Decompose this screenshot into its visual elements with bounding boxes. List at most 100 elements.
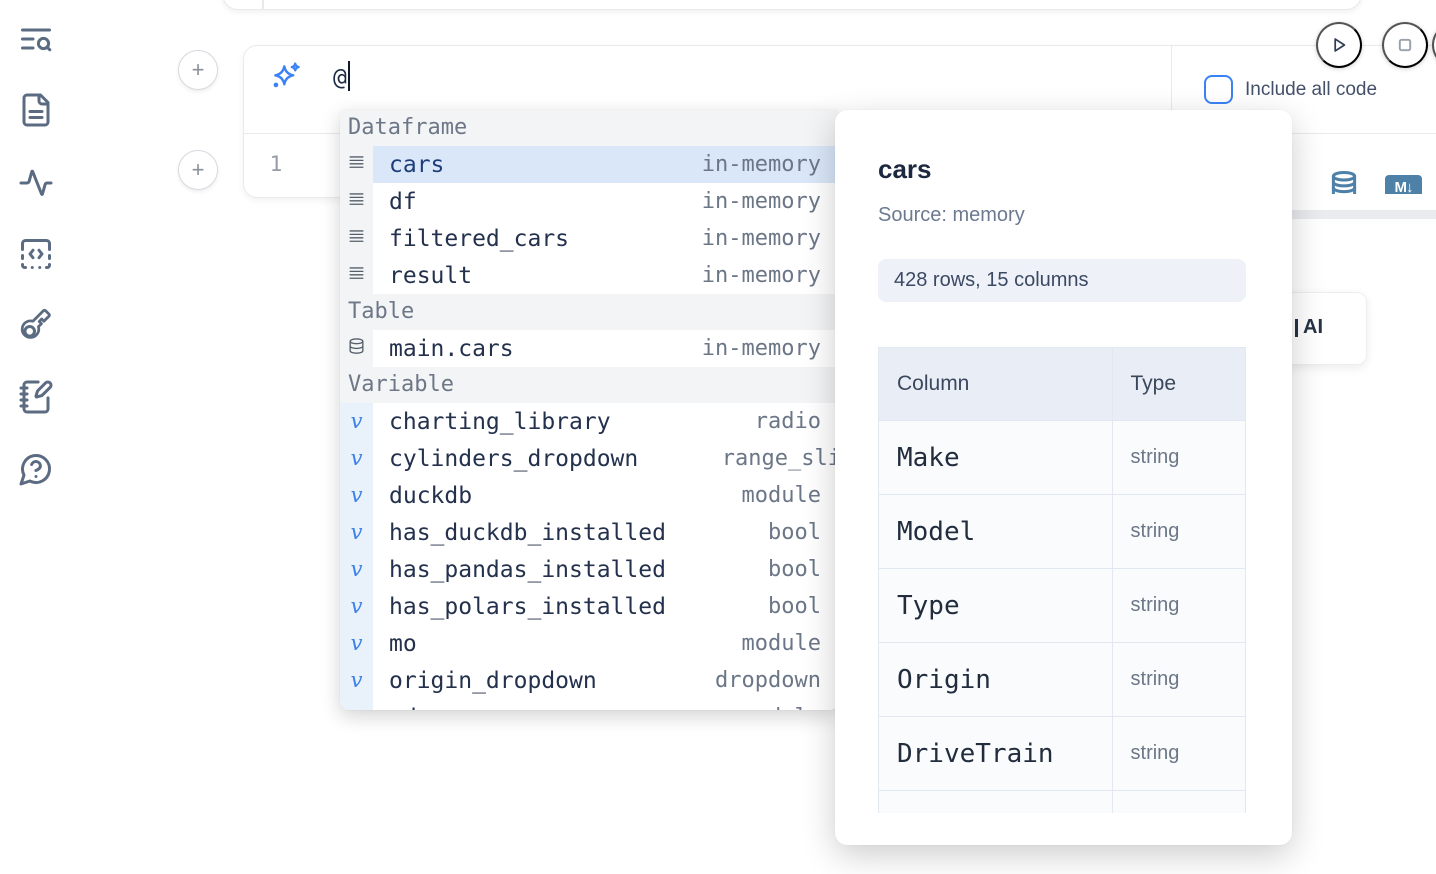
autocomplete-item[interactable]: vpdmodule — [340, 699, 838, 710]
run-cell-button[interactable] — [1316, 22, 1362, 68]
line-number: 1 — [264, 152, 288, 176]
item-name: main.cars — [389, 336, 514, 362]
key-icon[interactable] — [18, 307, 54, 343]
cell-output-strip — [1292, 210, 1436, 219]
item-name: result — [389, 263, 472, 289]
notebook-pen-icon[interactable] — [18, 379, 54, 415]
table-row: DriveTrainstring — [879, 717, 1246, 791]
variable-icon: v — [340, 403, 373, 440]
autocomplete-item[interactable]: result in-memory — [340, 257, 838, 294]
ai-sparkle-icon — [268, 60, 302, 94]
autocomplete-section-header: Table — [340, 294, 838, 330]
item-name: charting_library — [389, 409, 611, 435]
cell-bottom-patch — [1292, 194, 1436, 210]
column-type-cell: string — [1112, 495, 1245, 569]
autocomplete-section-header: Dataframe — [340, 110, 838, 146]
autocomplete-item[interactable]: vcharting_libraryradio — [340, 403, 838, 440]
shape-badge: 428 rows, 15 columns — [878, 259, 1246, 302]
variable-icon: v — [340, 440, 373, 477]
item-type: in-memory — [702, 152, 821, 177]
autocomplete-item[interactable]: v has_duckdb_installed bool — [340, 514, 838, 551]
autocomplete-item[interactable]: filtered_carsin-memory — [340, 220, 838, 257]
table-row: Originstring — [879, 643, 1246, 717]
code-cell-icon[interactable] — [18, 236, 54, 272]
column-name-cell: Make — [879, 421, 1113, 495]
variable-icon: v — [340, 699, 373, 710]
item-type: bool — [768, 520, 821, 545]
text-search-icon[interactable] — [18, 21, 54, 57]
autocomplete-item[interactable]: v has_pandas_installed bool — [340, 551, 838, 588]
variable-icon: v — [340, 625, 373, 662]
add-cell-above-button[interactable]: + — [178, 50, 218, 90]
rows-icon — [340, 146, 373, 183]
rows-icon — [340, 220, 373, 257]
item-type: module — [742, 483, 821, 508]
item-name: has_pandas_installed — [389, 557, 666, 583]
left-sidebar — [0, 0, 72, 874]
autocomplete-item[interactable]: vcylinders_dropdownrange_sli — [340, 440, 838, 477]
file-text-icon[interactable] — [18, 92, 54, 128]
table-row-partial — [879, 791, 1246, 814]
autocomplete-item[interactable]: main.cars in-memory — [340, 330, 838, 367]
column-type-cell: string — [1112, 717, 1245, 791]
item-name: has_duckdb_installed — [389, 520, 666, 546]
column-name-cell: Origin — [879, 643, 1113, 717]
column-type-cell: string — [1112, 643, 1245, 717]
include-all-code-label: Include all code — [1245, 79, 1377, 101]
autocomplete-item[interactable]: vmo module — [340, 625, 838, 662]
autocomplete-item[interactable]: cars in-memory — [340, 146, 838, 183]
ai-prompt-input[interactable]: @ — [333, 61, 350, 91]
item-name: df — [389, 189, 417, 215]
item-name: mo — [389, 631, 417, 657]
item-type: dropdown — [715, 668, 821, 693]
preview-source: Source: memory — [878, 204, 1025, 227]
autocomplete-item[interactable]: vduckdb module — [340, 477, 838, 514]
item-type: range_sli — [722, 446, 838, 471]
variable-icon: v — [340, 551, 373, 588]
autocomplete-item[interactable]: vhas_polars_installedbool — [340, 588, 838, 625]
previous-cell-fragment — [222, 0, 1362, 10]
column-type-cell: string — [1112, 569, 1245, 643]
preview-title: cars — [878, 154, 932, 185]
play-icon — [1326, 32, 1352, 58]
item-type: in-memory — [702, 336, 821, 361]
column-name-cell: Type — [879, 569, 1113, 643]
previous-cell-gutter-divider — [262, 0, 264, 9]
variable-icon: v — [340, 662, 373, 699]
column-type-cell: string — [1112, 421, 1245, 495]
table-row: Makestring — [879, 421, 1246, 495]
column-name-cell: Model — [879, 495, 1113, 569]
database-icon — [340, 330, 373, 367]
variable-icon: v — [340, 514, 373, 551]
add-cell-below-button[interactable]: + — [178, 150, 218, 190]
stop-icon — [1392, 32, 1418, 58]
variable-icon: v — [340, 477, 373, 514]
autocomplete-section-header: Variable — [340, 367, 838, 403]
autocomplete-item[interactable]: v origin_dropdown dropdown — [340, 662, 838, 699]
schema-table: Column Type MakestringModelstringTypestr… — [878, 347, 1246, 813]
item-type: in-memory — [702, 189, 821, 214]
column-name-cell: DriveTrain — [879, 717, 1113, 791]
activity-icon[interactable] — [18, 165, 54, 201]
dataframe-preview-panel: cars Source: memory 428 rows, 15 columns… — [835, 110, 1292, 845]
item-name: cars — [389, 152, 444, 178]
text-cursor — [348, 61, 351, 91]
item-type: bool — [768, 557, 821, 582]
item-name: pd — [389, 705, 417, 711]
ai-card-label: AI — [1303, 316, 1323, 339]
autocomplete-dropdown: Dataframe cars in-memory df in-memory filtere… — [340, 110, 838, 710]
item-type: module — [742, 631, 821, 656]
item-name: duckdb — [389, 483, 472, 509]
include-all-code-checkbox[interactable] — [1204, 75, 1233, 104]
stop-cell-button[interactable] — [1382, 22, 1428, 68]
help-chat-icon[interactable] — [18, 451, 54, 487]
item-type: in-memory — [702, 263, 821, 288]
autocomplete-item[interactable]: df in-memory — [340, 183, 838, 220]
rows-icon — [340, 183, 373, 220]
table-row: Modelstring — [879, 495, 1246, 569]
item-name: origin_dropdown — [389, 668, 597, 694]
type-header: Type — [1112, 348, 1245, 421]
item-name: has_polars_installed — [389, 594, 666, 620]
column-header: Column — [879, 348, 1113, 421]
